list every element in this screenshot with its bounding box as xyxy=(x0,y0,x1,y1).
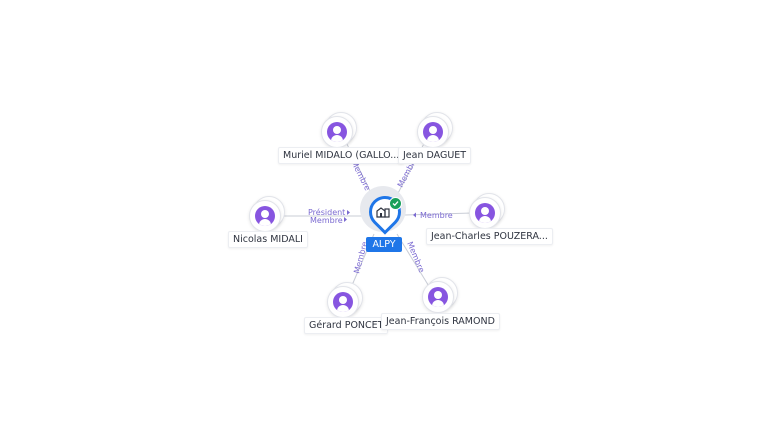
person-icon xyxy=(333,292,353,312)
link-line xyxy=(396,233,431,289)
person-icon xyxy=(428,287,448,307)
link-label-ramond[interactable]: Membre xyxy=(405,240,426,274)
link-line xyxy=(395,135,429,198)
company-name-label[interactable]: ALPY xyxy=(366,237,402,252)
person-icon xyxy=(255,206,275,226)
node-disc xyxy=(422,281,454,313)
verified-check-icon xyxy=(389,197,402,210)
person-icon xyxy=(475,203,495,223)
person-name-label[interactable]: Jean-Charles POUZERA... xyxy=(426,228,553,245)
link-label-pouzera[interactable]: Membre xyxy=(420,211,453,220)
person-icon xyxy=(423,122,443,142)
person-name-label[interactable]: Muriel MIDALO (GALLO... xyxy=(278,147,405,164)
person-name-label[interactable]: Gérard PONCET xyxy=(304,317,389,334)
link-line xyxy=(342,135,374,198)
link-line xyxy=(404,212,473,216)
arrow-icon xyxy=(344,217,347,222)
arrow-icon xyxy=(413,212,416,218)
person-name-label[interactable]: Nicolas MIDALI xyxy=(228,231,308,248)
person-icon xyxy=(327,122,347,142)
person-name-label[interactable]: Jean-François RAMOND xyxy=(381,313,500,330)
link-label-nicolas-president[interactable]: Président xyxy=(308,207,345,217)
building-icon xyxy=(376,207,390,218)
person-name-label[interactable]: Jean DAGUET xyxy=(398,147,472,164)
link-label-nicolas-membre[interactable]: Membre xyxy=(310,216,343,225)
arrow-icon xyxy=(347,210,350,215)
